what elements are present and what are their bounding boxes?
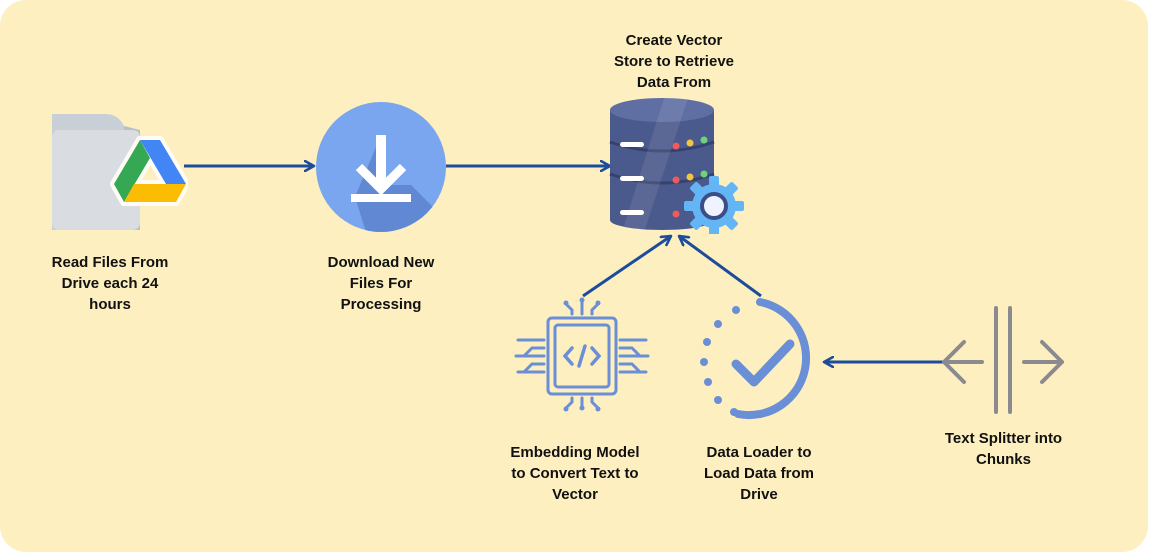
node-label-drive: Read Files From Drive each 24 hours	[51, 254, 169, 313]
node-label-embedding: Embedding Model to Convert Text to Vecto…	[510, 444, 640, 503]
download-icon	[316, 102, 446, 232]
code-chip-icon	[514, 297, 650, 412]
node-label-loader: Data Loader to Load Data from Drive	[703, 444, 814, 503]
node-label-download: Download New Files For Processing	[327, 254, 435, 313]
google-drive-folder-icon	[52, 114, 188, 230]
node-label-splitter: Text Splitter into Chunks	[944, 430, 1063, 468]
edge-embedding-to-vector-store	[582, 236, 671, 298]
loading-check-icon	[700, 298, 811, 420]
split-arrows-icon	[942, 306, 1064, 414]
node-label-vector-store: Create Vector Store to Retrieve Data Fro…	[613, 32, 735, 91]
edge-loader-to-vector-store	[679, 236, 762, 298]
database-gear-icon	[609, 98, 744, 234]
